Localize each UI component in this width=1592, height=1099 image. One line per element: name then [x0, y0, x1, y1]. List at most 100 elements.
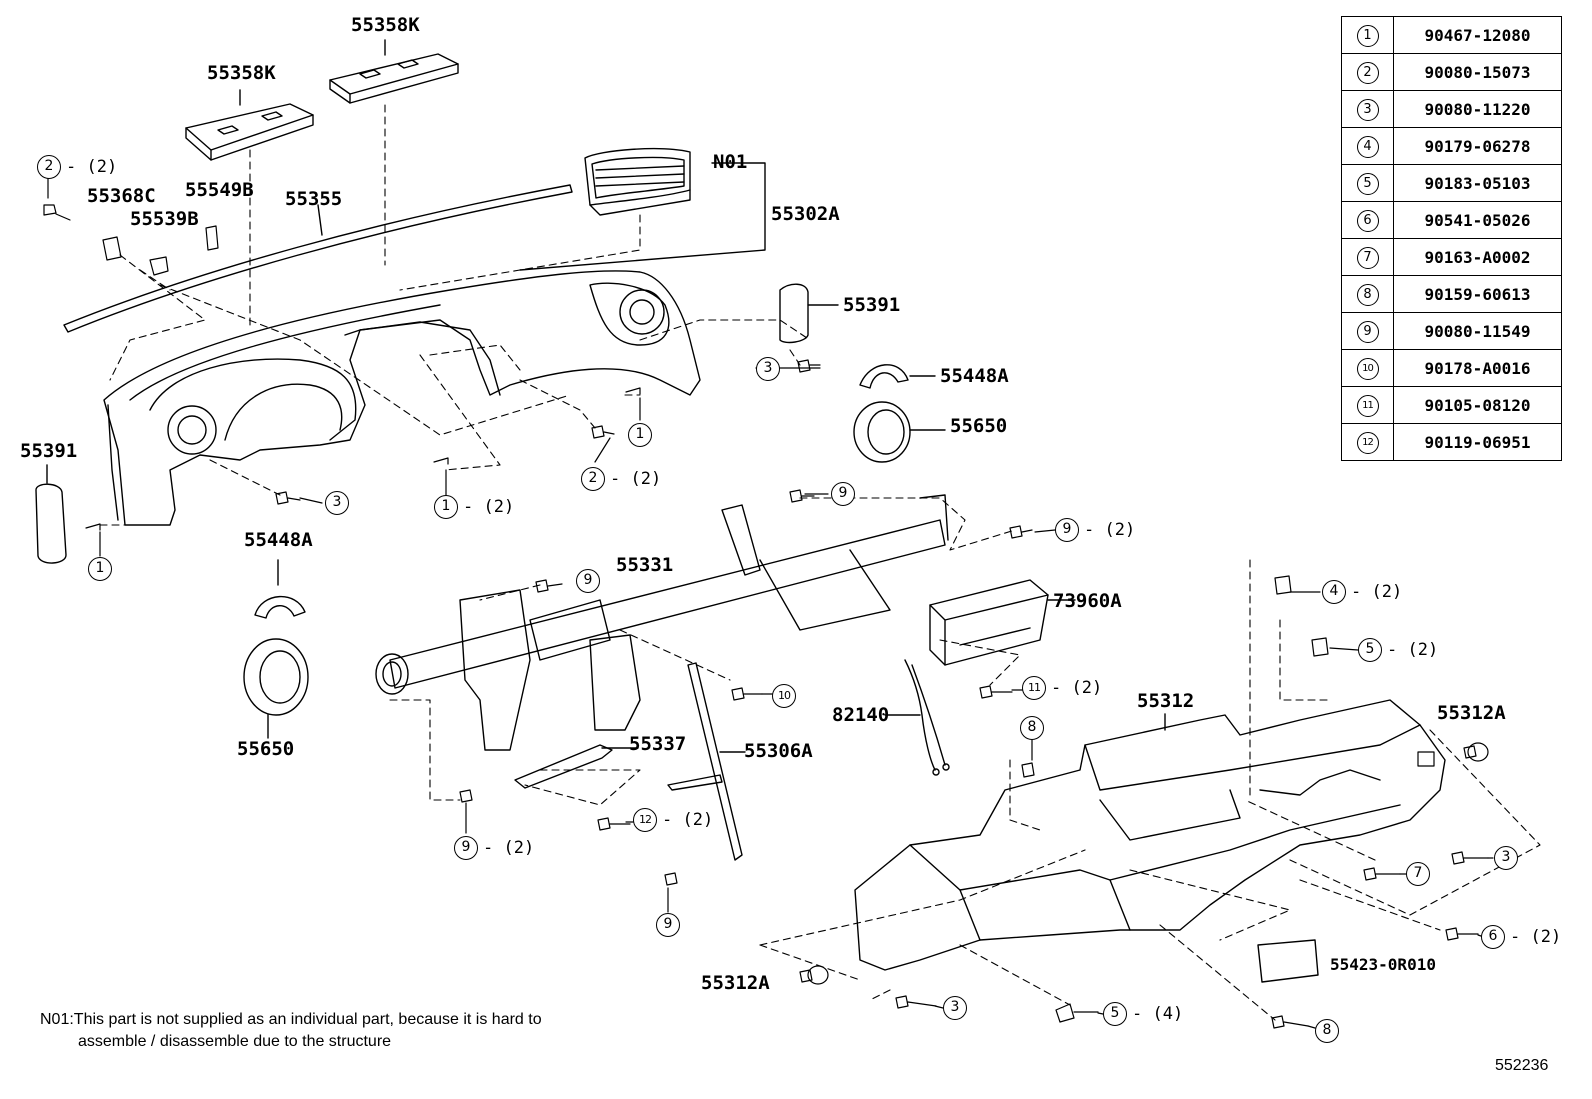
label-panel-55302a: 55302A: [771, 203, 840, 225]
callout-c9-number: 9: [1055, 518, 1079, 542]
parts-table-number-cell: 2: [1341, 53, 1394, 91]
label-ring-right: 55448A: [940, 365, 1009, 387]
part-number-cell: 90119-06951: [1393, 423, 1562, 461]
ring-right-shape: [859, 364, 909, 389]
parts-table-number-cell: 11: [1341, 386, 1394, 424]
callout-c17-number: 9: [454, 836, 478, 860]
lower-panel-shape: [854, 699, 1446, 971]
label-cover-right: 55391: [843, 294, 901, 316]
part-number-cell: 90105-08120: [1393, 386, 1562, 424]
circled-number: 3: [1356, 98, 1379, 121]
label-pad-55423: 55423-0R010: [1330, 955, 1436, 974]
circled-number: 4: [1356, 135, 1379, 158]
callout-c6-number: 3: [756, 357, 780, 381]
callout-c16-number: 12: [633, 808, 657, 832]
upper-pad-left-shape: [185, 103, 314, 161]
side-cover-left-shape: [35, 483, 67, 564]
label-duct-left: 55650: [237, 738, 295, 760]
callout-c5-qty: - (2): [463, 497, 515, 517]
label-upper-pad-b: 55358K: [351, 14, 420, 36]
callout-c19-number: 3: [1494, 846, 1518, 870]
circled-number: 10: [1356, 358, 1379, 380]
label-duct-right: 55650: [950, 415, 1008, 437]
label-clip-55368c: 55368C: [87, 185, 156, 207]
callout-c11-number: 4: [1322, 580, 1346, 604]
parts-table-row: 8 90159-60613: [1341, 275, 1562, 313]
parts-table-number-cell: 10: [1341, 349, 1394, 387]
parts-table-number-cell: 3: [1341, 90, 1394, 128]
circled-number: 7: [1356, 246, 1379, 269]
callout-c21-qty: - (2): [1510, 927, 1562, 947]
parts-table-number-cell: 1: [1341, 16, 1394, 54]
parts-table-row: 6 90541-05026: [1341, 201, 1562, 239]
callout-c17-qty: - (2): [483, 838, 535, 858]
callout-c1-qty: - (2): [66, 157, 118, 177]
parts-table-number-cell: 8: [1341, 275, 1394, 313]
callout-c21-number: 6: [1481, 925, 1505, 949]
upper-pad-right-shape: [329, 53, 459, 104]
part-number-cell: 90163-A0002: [1393, 238, 1562, 276]
callout-c4-number: 2: [581, 467, 605, 491]
callout-c24-number: 8: [1315, 1019, 1339, 1043]
leader-molding: [317, 204, 323, 236]
callout-c10-number: 9: [576, 569, 600, 593]
circled-number: 1: [1356, 24, 1379, 47]
part-number-cell: 90183-05103: [1393, 164, 1562, 202]
brace-55337-shape: [514, 744, 613, 789]
instrument-panel-shape: [103, 270, 701, 526]
callout-c12-qty: - (2): [1387, 640, 1439, 660]
circled-number: 5: [1356, 172, 1379, 195]
parts-table-number-cell: 9: [1341, 312, 1394, 350]
callout-c2-number: 3: [325, 491, 349, 515]
footnote-line-1: N01:This part is not supplied as an indi…: [40, 1011, 542, 1028]
callout-c5-number: 1: [434, 495, 458, 519]
pad-55423-shape: [1257, 939, 1319, 983]
dashed-assembly-lines: [99, 104, 1541, 1021]
part-number-cell: 90159-60613: [1393, 275, 1562, 313]
parts-table-row: 2 90080-15073: [1341, 53, 1562, 91]
callout-c13-number: 10: [772, 684, 796, 708]
callout-c8-number: 9: [831, 482, 855, 506]
n01-footnote: N01:This part is not supplied as an indi…: [40, 1009, 542, 1053]
callout-c12-number: 5: [1358, 638, 1382, 662]
parts-table-number-cell: 12: [1341, 423, 1394, 461]
leader-n01: [519, 162, 766, 271]
part-number-cell: 90541-05026: [1393, 201, 1562, 239]
ring-left-shape: [254, 595, 306, 619]
parts-table-number-cell: 6: [1341, 201, 1394, 239]
circled-number: 2: [1356, 61, 1379, 84]
label-ring-left: 55448A: [244, 529, 313, 551]
label-clip-55312a-right: 55312A: [1437, 702, 1506, 724]
circled-number: 6: [1356, 209, 1379, 232]
circled-number: 11: [1356, 395, 1379, 417]
label-cover-left: 55391: [20, 440, 78, 462]
label-n01: N01: [713, 151, 748, 173]
label-upper-pad-a: 55358K: [207, 62, 276, 84]
side-cover-right-shape: [779, 283, 809, 344]
circled-number: 12: [1356, 432, 1379, 454]
part-number-cell: 90080-15073: [1393, 53, 1562, 91]
circled-number: 8: [1356, 283, 1379, 306]
duct-left-shape: [243, 638, 309, 716]
label-clip-55312a-left: 55312A: [701, 972, 770, 994]
parts-table-row: 11 90105-08120: [1341, 386, 1562, 424]
part-number-cell: 90179-06278: [1393, 127, 1562, 165]
part-number-cell: 90080-11549: [1393, 312, 1562, 350]
callout-c9-qty: - (2): [1084, 520, 1136, 540]
callout-c22-number: 3: [943, 996, 967, 1020]
label-cushion-55549b: 55549B: [185, 179, 254, 201]
parts-table-number-cell: 5: [1341, 164, 1394, 202]
parts-table-row: 4 90179-06278: [1341, 127, 1562, 165]
figure-number: 552236: [1495, 1057, 1549, 1074]
duct-right-shape: [853, 401, 911, 463]
label-wire-82140: 82140: [832, 704, 890, 726]
label-ecu-73960a: 73960A: [1053, 590, 1122, 612]
parts-table-row: 5 90183-05103: [1341, 164, 1562, 202]
callout-c4-qty: - (2): [610, 469, 662, 489]
label-clip-55539b: 55539B: [130, 208, 199, 230]
callout-c14-qty: - (2): [1051, 678, 1103, 698]
label-lower-panel-55312: 55312: [1137, 690, 1195, 712]
